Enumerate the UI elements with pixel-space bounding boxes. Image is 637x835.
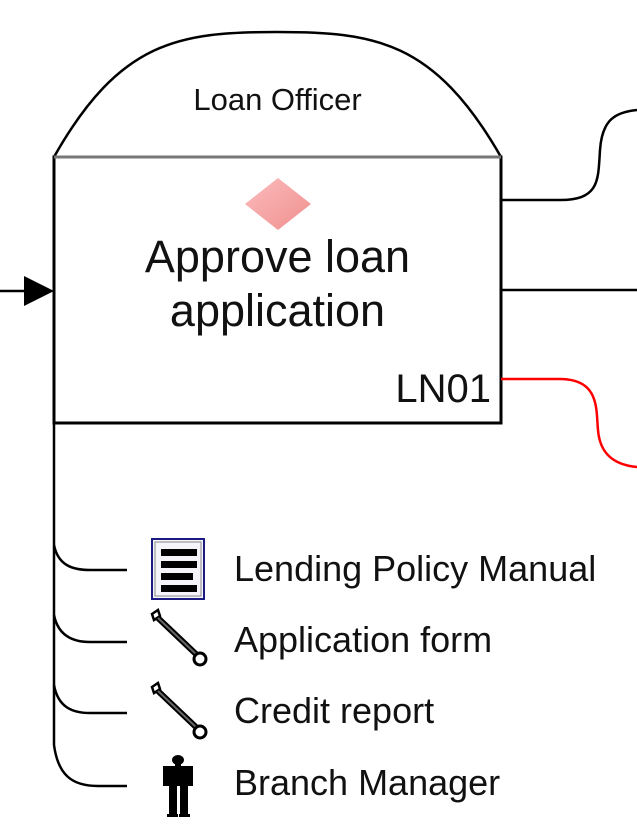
person-icon (163, 755, 193, 817)
activity-title-line-1: Approve loan (144, 231, 411, 282)
upper-output-connector[interactable] (501, 108, 637, 202)
exception-output-connector[interactable] (501, 377, 637, 469)
activity-title[interactable]: Approve loan application (54, 230, 501, 338)
activity-title-line-2: application (169, 285, 386, 336)
resource-branch-2 (52, 614, 127, 644)
resource-branch-1 (52, 544, 127, 572)
role-label: Loan Officer (193, 82, 362, 117)
resource-branch-3 (52, 684, 127, 715)
resource-label-application-form[interactable]: Application form (234, 619, 493, 660)
incoming-arrowhead-icon (24, 276, 54, 306)
wrench-icon (150, 681, 208, 740)
resource-label-lending-policy-manual[interactable]: Lending Policy Manual (234, 548, 597, 589)
resource-label-credit-report[interactable]: Credit report (234, 690, 435, 731)
decision-marker-icon (245, 178, 311, 230)
resource-label-branch-manager[interactable]: Branch Manager (234, 762, 501, 803)
role-dome (52, 30, 503, 158)
wrench-icon (150, 608, 208, 667)
activity-code: LN01 (395, 367, 491, 411)
resource-branch-4 (52, 744, 127, 788)
document-icon (151, 538, 205, 600)
